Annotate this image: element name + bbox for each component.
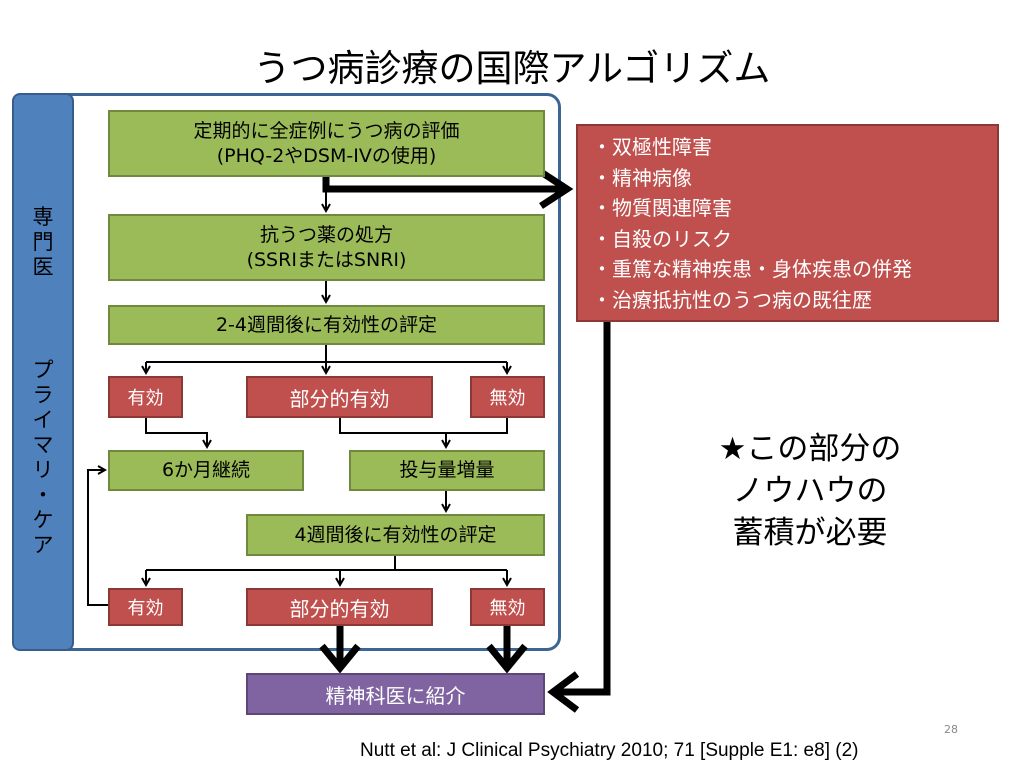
sidebar-char: プ bbox=[32, 358, 54, 382]
effective-box-1: 有効 bbox=[108, 376, 183, 418]
sidebar-primary-care-label: プ ラ イ マ リ ・ ケ ア bbox=[27, 358, 59, 558]
criteria-item: ・自殺のリスク bbox=[592, 226, 732, 251]
knowhow-note: ★この部分の ノウハウの 蓄積が必要 bbox=[660, 428, 960, 554]
partial-effective-box-1: 部分的有効 bbox=[246, 376, 433, 418]
sidebar-char: ア bbox=[32, 533, 54, 557]
psychiatrist-referral-box: 精神科医に紹介 bbox=[246, 673, 545, 715]
antidepressant-box: 抗うつ薬の処方 (SSRIまたはSNRI) bbox=[108, 214, 545, 281]
page-number: 28 bbox=[944, 723, 958, 736]
depression-assessment-box: 定期的に全症例にうつ病の評価 (PHQ-2やDSM-IVの使用) bbox=[108, 110, 545, 177]
effective-box-2: 有効 bbox=[108, 588, 183, 626]
sidebar-char: 医 bbox=[32, 255, 54, 279]
assessment-subtitle: (PHQ-2やDSM-IVの使用) bbox=[216, 144, 437, 167]
sidebar-char: ・ bbox=[32, 483, 54, 507]
slide-title: うつ病診療の国際アルゴリズム bbox=[253, 47, 771, 90]
sidebar-char: マ bbox=[32, 433, 54, 457]
criteria-item: ・治療抵抗性のうつ病の既往歴 bbox=[592, 287, 872, 312]
note-line: 蓄積が必要 bbox=[732, 515, 888, 551]
note-line: ノウハウの bbox=[732, 473, 888, 509]
evaluation-4-weeks-box: 4週間後に有効性の評定 bbox=[246, 514, 545, 556]
antidepressant-subtitle: (SSRIまたはSNRI) bbox=[246, 248, 407, 271]
referral-criteria-box: ・双極性障害 ・精神病像 ・物質関連障害 ・自殺のリスク ・重篤な精神疾患・身体… bbox=[576, 124, 999, 322]
sidebar-char: 門 bbox=[32, 230, 54, 254]
sidebar bbox=[12, 93, 74, 651]
criteria-item: ・重篤な精神疾患・身体疾患の併発 bbox=[592, 257, 912, 281]
antidepressant-title: 抗うつ薬の処方 bbox=[259, 223, 393, 246]
sidebar-char: イ bbox=[32, 408, 54, 432]
ineffective-box-1: 無効 bbox=[470, 376, 545, 418]
evaluation-2-4-weeks-box: 2-4週間後に有効性の評定 bbox=[108, 305, 545, 345]
criteria-item: ・物質関連障害 bbox=[592, 196, 732, 220]
dose-increase-box: 投与量増量 bbox=[349, 450, 545, 491]
sidebar-char: ケ bbox=[32, 508, 54, 532]
continue-6-months-box: 6か月継続 bbox=[108, 450, 304, 491]
assessment-title: 定期的に全症例にうつ病の評価 bbox=[193, 119, 460, 142]
ineffective-box-2: 無効 bbox=[470, 588, 545, 626]
sidebar-char: リ bbox=[32, 458, 54, 482]
sidebar-char: 専 bbox=[32, 205, 54, 229]
citation: Nutt et al: J Clinical Psychiatry 2010; … bbox=[360, 740, 859, 761]
criteria-item: ・双極性障害 bbox=[592, 135, 712, 159]
sidebar-char: ラ bbox=[32, 383, 54, 407]
note-line: ★この部分の bbox=[718, 431, 902, 467]
partial-effective-box-2: 部分的有効 bbox=[246, 588, 433, 626]
sidebar-specialist-label: 専 門 医 bbox=[27, 205, 59, 280]
criteria-item: ・精神病像 bbox=[592, 165, 692, 190]
